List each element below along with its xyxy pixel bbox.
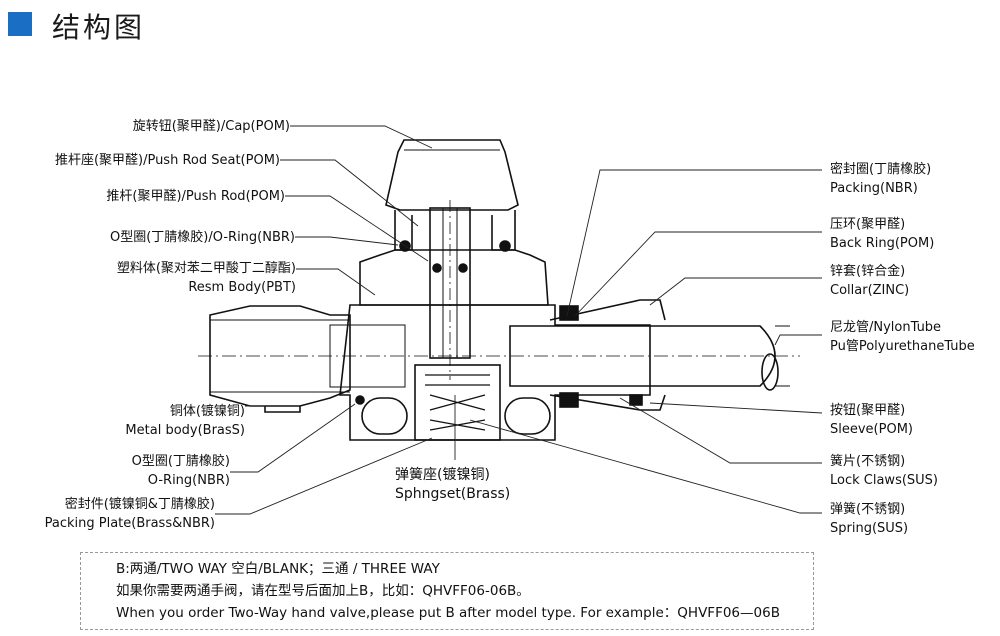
resin-body-shape (359, 249, 549, 306)
label-cap: 旋转钮(聚甲醛)/Cap(POM) (132, 119, 290, 134)
label-resin-body: 塑料体(聚对苯二甲酸丁二醇酯) Resm Body(PBT) (116, 261, 296, 295)
label-packing: 密封圈(丁腈橡胶) Packing(NBR) (830, 162, 932, 196)
cap-shape (385, 139, 519, 211)
note-line-1: B:两通/TWO WAY 空白/BLANK；三通 / THREE WAY (116, 561, 440, 577)
label-spring: 弹簧(不锈钢) Spring(SUS) (830, 502, 909, 536)
label-sleeve: 按钮(聚甲醛) Sleeve(POM) (830, 403, 913, 437)
label-push-rod-seat: 推杆座(聚甲醛)/Push Rod Seat(POM) (54, 153, 280, 168)
label-o-ring-bottom: O型圈(丁腈橡胶) O-Ring(NBR) (131, 454, 230, 488)
metal-body-shape (209, 305, 351, 407)
label-back-ring: 压环(聚甲醛) Back Ring(POM) (830, 217, 935, 251)
note-line-3: When you order Two-Way hand valve,please… (116, 605, 780, 621)
label-metal-body: 铜体(镀镍铜) Metal body(BrasS) (125, 404, 245, 438)
label-push-rod: 推杆(聚甲醛)/Push Rod(POM) (106, 189, 285, 204)
label-packing-plate: 密封件(镀镍铜&丁腈橡胶) Packing Plate(Brass&NBR) (44, 497, 215, 531)
label-spring-seat: 弹簧座(镀镍铜) Sphngset(Brass) (395, 467, 511, 502)
label-lock-claws: 簧片(不锈钢) Lock Claws(SUS) (830, 454, 938, 488)
page-title: 结构图 (52, 11, 146, 44)
ordering-note: B:两通/TWO WAY 空白/BLANK；三通 / THREE WAY 如果你… (80, 552, 814, 630)
label-o-ring-top: O型圈(丁腈橡胶)/O-Ring(NBR) (110, 230, 295, 245)
note-line-2: 如果你需要两通手阀，请在型号后面加上B，比如：QHVFF06-06B。 (116, 583, 530, 599)
header-square-icon (8, 12, 32, 36)
label-collar: 锌套(锌合金) Collar(ZINC) (830, 264, 910, 298)
label-tube: 尼龙管/NylonTube Pu管PolyurethaneTube (830, 320, 975, 354)
